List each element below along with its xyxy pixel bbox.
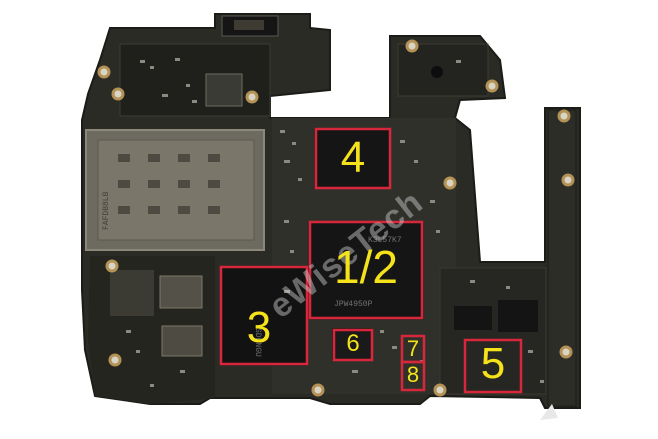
top-right-module <box>397 43 489 97</box>
right-arm <box>547 109 577 407</box>
cpu-marking-bottom: JPW4950P <box>334 300 373 309</box>
right-chip-a <box>454 306 492 330</box>
chip-6-package <box>332 328 372 360</box>
label-3: 3 <box>246 303 272 352</box>
box-5 <box>463 338 523 394</box>
corner-glare <box>540 404 558 420</box>
label-8: 8 <box>406 362 420 387</box>
right-chip-b <box>498 300 538 332</box>
lower-left-module <box>110 270 154 316</box>
box-6 <box>332 328 374 362</box>
label-7: 7 <box>406 336 420 361</box>
box-8 <box>400 360 426 392</box>
label-1-2: 1/2 <box>334 241 398 293</box>
camera-hole <box>431 66 443 78</box>
lower-left-chip-b <box>161 325 203 357</box>
top-connector-inner <box>234 20 264 30</box>
label-5: 5 <box>480 339 506 388</box>
top-chip <box>205 73 243 107</box>
sim-contacts <box>118 154 220 214</box>
top-left-module <box>119 43 271 117</box>
box-3 <box>219 265 309 366</box>
highlight-boxes <box>219 127 523 394</box>
right-lower-module <box>439 267 547 395</box>
label-4: 4 <box>340 133 366 182</box>
cpu-marking-top: K3L57K7 <box>368 236 402 245</box>
lower-left-chip-a <box>159 275 203 309</box>
label-6: 6 <box>346 330 360 357</box>
mounting-holes <box>97 39 575 397</box>
chip-1-2-package <box>307 221 425 321</box>
chip-4-package <box>313 127 391 189</box>
box-4 <box>314 127 392 190</box>
chip-3-package <box>219 265 309 367</box>
box-1-2 <box>308 220 424 320</box>
sim-marking: FAFDB8LB <box>102 191 111 230</box>
